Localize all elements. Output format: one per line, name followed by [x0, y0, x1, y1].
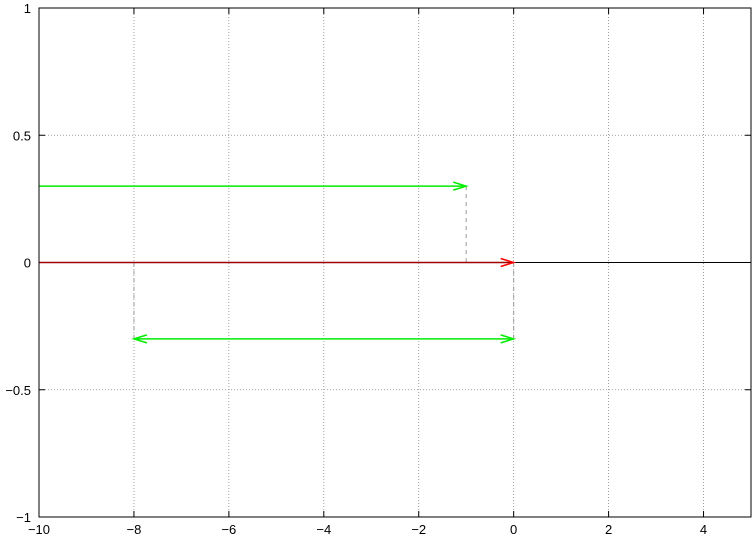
red-arrow-head [500, 257, 517, 268]
x-tick-label: 2 [605, 522, 612, 537]
x-tick-label: −6 [221, 522, 236, 537]
y-tick-label: 0.5 [13, 128, 31, 143]
y-tick-label: 1 [24, 1, 31, 16]
y-tick-label: 0 [24, 256, 31, 271]
x-tick-label: 0 [510, 522, 517, 537]
plot-border [38, 7, 752, 518]
green-arrow-bottom-tail-head [131, 334, 148, 344]
x-tick-label: −10 [28, 522, 50, 537]
green-arrow-top-head [452, 181, 469, 191]
x-tick-label: −4 [316, 522, 331, 537]
green-arrow-bottom-head [500, 334, 517, 344]
y-tick-label: −0.5 [5, 383, 31, 398]
x-tick-label: −8 [127, 522, 142, 537]
x-tick-label: 4 [700, 522, 707, 537]
x-tick-label: −2 [411, 522, 426, 537]
y-tick-label: −1 [16, 510, 31, 525]
